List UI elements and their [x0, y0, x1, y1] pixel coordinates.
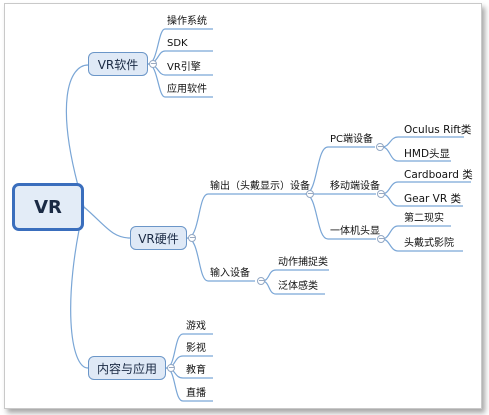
leaf-second-reality[interactable]: 第二现实	[404, 213, 444, 224]
topic-content-apps[interactable]: 内容与应用	[88, 356, 166, 380]
subtopic-sdk[interactable]: SDK	[167, 38, 188, 49]
leaf-hmd[interactable]: HMD头显	[404, 148, 451, 160]
subtopic-live-streaming[interactable]: 直播	[186, 388, 206, 399]
root-node[interactable]: VR	[12, 183, 84, 231]
edge-software-children	[147, 28, 213, 98]
subtopic-pc-devices[interactable]: PC端设备	[330, 134, 374, 145]
edge-root-software	[65, 64, 89, 208]
subtopic-app-software[interactable]: 应用软件	[167, 84, 207, 95]
subtopic-film[interactable]: 影视	[186, 343, 206, 354]
edge-root-content	[70, 206, 89, 369]
subtopic-education[interactable]: 教育	[186, 365, 206, 376]
collapse-toggle-icon[interactable]: −	[257, 276, 265, 285]
subtopic-mobile-devices[interactable]: 移动端设备	[330, 181, 380, 192]
edge-content-children	[165, 333, 213, 402]
leaf-head-mounted-theater[interactable]: 头戴式影院	[404, 238, 454, 249]
leaf-cardboard[interactable]: Cardboard 类	[404, 169, 473, 181]
subtopic-input-devices[interactable]: 输入设备	[210, 268, 250, 279]
leaf-oculus-rift[interactable]: Oculus Rift类	[404, 124, 472, 136]
topic-vr-software[interactable]: VR软件	[88, 52, 148, 76]
leaf-gear-vr[interactable]: Gear VR 类	[404, 193, 462, 205]
subtopic-output-devices[interactable]: 输出（头戴显示）设备	[210, 181, 310, 192]
collapse-toggle-icon[interactable]: −	[167, 363, 175, 372]
collapse-toggle-icon[interactable]: −	[376, 142, 384, 151]
collapse-toggle-icon[interactable]: −	[377, 234, 385, 243]
collapse-toggle-icon[interactable]: −	[188, 233, 196, 242]
edge-root-hardware	[83, 206, 131, 239]
topic-vr-hardware[interactable]: VR硬件	[130, 226, 187, 250]
subtopic-vr-engine[interactable]: VR引擎	[167, 62, 201, 73]
leaf-general-somatosensory[interactable]: 泛体感类	[278, 281, 318, 292]
subtopic-all-in-one-hmd[interactable]: 一体机头显	[330, 226, 380, 237]
collapse-toggle-icon[interactable]: −	[306, 189, 314, 198]
edge-pc-children	[381, 136, 464, 162]
collapse-toggle-icon[interactable]: −	[149, 59, 157, 68]
collapse-toggle-icon[interactable]: −	[377, 189, 385, 198]
subtopic-games[interactable]: 游戏	[186, 321, 206, 332]
subtopic-os[interactable]: 操作系统	[167, 16, 207, 27]
leaf-motion-capture[interactable]: 动作捕捉类	[278, 257, 328, 268]
